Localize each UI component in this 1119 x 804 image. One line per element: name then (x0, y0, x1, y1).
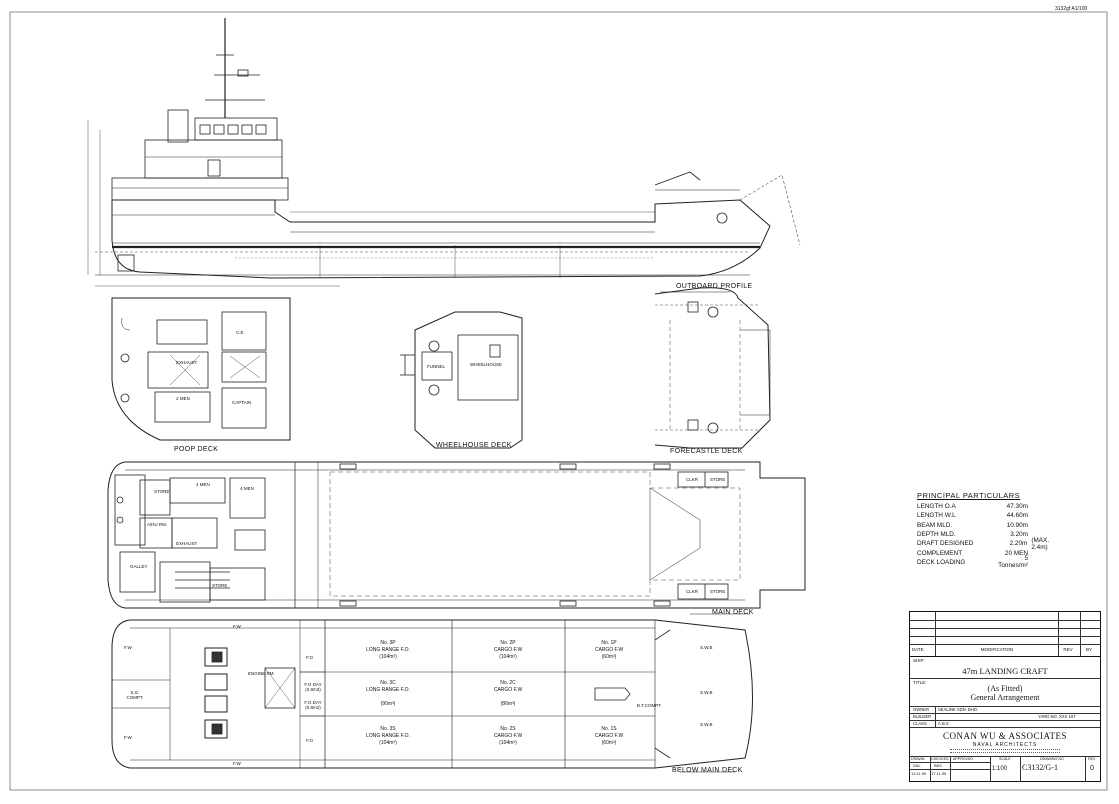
room-fw-c: F.W (124, 645, 132, 650)
room-clkr-b: CLKR (686, 589, 699, 594)
room-fo-b: F.O (306, 738, 314, 743)
room-swb-a: S.W.B (700, 645, 713, 650)
room-swb-b: S.W.B (700, 690, 713, 695)
rev-label: REV (1088, 757, 1096, 761)
below-main-deck-label: BELOW MAIN DECK (672, 767, 743, 774)
wheelhouse-deck-label: WHEELHOUSE DECK (436, 442, 512, 449)
ship-label: SHIP: (913, 658, 925, 663)
title-label: TITLE: (913, 680, 927, 685)
checked-date: 17.11.99 (931, 771, 947, 776)
drawing-title-2: General Arrangement (970, 693, 1040, 702)
room-2-men: 2 MEN (176, 396, 190, 401)
checked-label: CHECKED (931, 757, 949, 761)
company-name: CONAN WU & ASSOCIATES (942, 731, 1068, 741)
main-deck-label: MAIN DECK (712, 609, 754, 616)
room-galley: GALLEY (130, 564, 148, 569)
owner-value: SEALINK SDN. BHD. (938, 707, 979, 712)
particular-row: DEPTH MLD.3.20m (917, 531, 1028, 539)
sheet-border (9, 11, 1108, 791)
class-label: CLASS (913, 721, 927, 726)
drawing-title-1: (As Fitted) (987, 684, 1023, 693)
company-subtitle: NAVAL ARCHITECTS (972, 742, 1038, 748)
wheelhouse-deck-view (400, 311, 523, 449)
main-deck-view (107, 461, 806, 609)
room-funnel: FUNNEL (427, 364, 446, 369)
room-store-d: STORE (710, 589, 726, 594)
particular-row: BEAM MLD.10.90m (917, 521, 1028, 529)
below-main-deck-view (111, 619, 753, 769)
forecastle-deck-view (654, 287, 771, 449)
room-4-men-b: 4 MEN (240, 486, 254, 491)
room-ce: C.E. (236, 330, 245, 335)
yard-no: YARD NO. XXX 167 (1038, 714, 1076, 719)
particulars-title: PRINCIPAL PARTICULARS (917, 491, 1021, 500)
room-engine: ENGINE RM. (248, 671, 275, 676)
ship-name: 47m LANDING CRAFT (962, 666, 1048, 676)
drawing-number: C3132/G-1 (1022, 763, 1058, 772)
poop-deck-label: POOP DECK (174, 446, 219, 453)
builder-label: BUILDER (913, 714, 932, 719)
revision-value: 0 (1090, 765, 1094, 772)
room-store-b: STORE (212, 583, 228, 588)
class-value: A.B.S (938, 721, 949, 726)
room-fo-a: F.O (306, 655, 314, 660)
room-fo-day-a: F.O DAY (0.8m3) (304, 682, 322, 692)
room-exhaust-main: EXHAUST (176, 541, 198, 546)
room-4-men-a: 4 MEN (196, 482, 210, 487)
checked-by: BEK (934, 763, 943, 768)
room-ahu: A/HU RM. (146, 522, 168, 527)
poop-deck-view (111, 297, 291, 441)
room-exhaust: EXHAUST (176, 360, 198, 365)
scale-value: 1:100 (992, 766, 1008, 772)
room-swb-c: S.W.B (700, 722, 713, 727)
room-fw-a: F.W (233, 624, 241, 629)
outboard-profile-view (87, 18, 801, 287)
title-block: DATE MODIFICATION REV BY SHIP: 47m LANDI… (909, 611, 1101, 782)
room-fw-d: F.W (124, 735, 132, 740)
drawing-no-label: DRAWING NO. (1040, 757, 1065, 761)
approved-label: APPROVED (953, 757, 973, 761)
room-fo-day-b: F.O DAY (0.8m3) (304, 700, 322, 710)
room-fw-b: F.W (233, 761, 241, 766)
room-store: STORE (154, 489, 170, 494)
room-captain: CAPTAIN (232, 400, 252, 405)
drawn-label: DRAWN (911, 757, 925, 761)
drawn-by: DAL (913, 763, 921, 768)
scale-label: SCALE (999, 757, 1011, 761)
room-clkr-a: CLKR (686, 477, 699, 482)
revision-header: DATE MODIFICATION REV BY (912, 647, 1092, 652)
owner-label: OWNER (913, 707, 930, 712)
room-sg-compt: S.G. COMPT. (126, 690, 144, 700)
outboard-profile-label: OUTBOARD PROFILE (676, 283, 753, 290)
room-store-c: STORE (710, 477, 726, 482)
drawn-date: 13.11.99 (911, 771, 927, 776)
room-wheelhouse: WHEELHOUSE (470, 362, 503, 367)
room-bt-compt: B.T.COMPT. (637, 703, 662, 708)
sheet-reference: 3132gf A1/100 (1055, 6, 1088, 12)
forecastle-deck-label: FORECASTLE DECK (670, 448, 743, 455)
